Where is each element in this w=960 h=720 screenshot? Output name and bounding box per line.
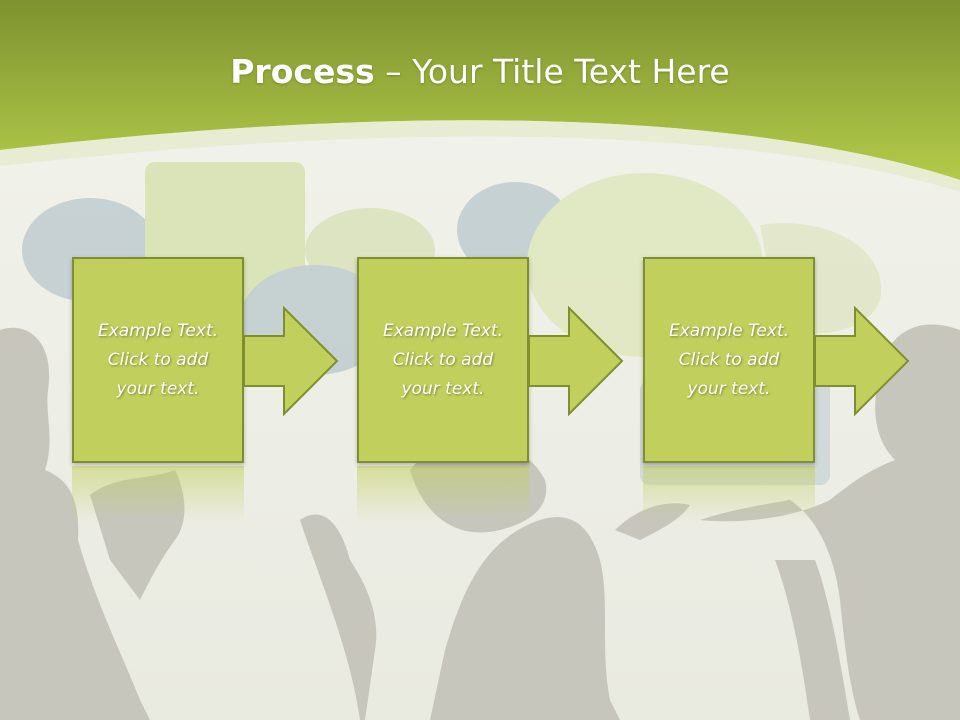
step-2-text: Example Text. Click to add your text. <box>382 320 504 399</box>
step-reflection <box>72 466 244 522</box>
arrow-right-icon <box>815 306 910 416</box>
process-step-2[interactable]: Example Text. Click to add your text. <box>357 257 529 463</box>
title-rest: – Your Title Text Here <box>374 52 730 91</box>
step-3-text: Example Text. Click to add your text. <box>668 320 790 399</box>
step-reflection <box>357 466 529 522</box>
step-1-text: Example Text. Click to add your text. <box>97 320 219 399</box>
arrow-right-icon <box>529 306 624 416</box>
arrow-right-icon <box>244 306 339 416</box>
slide-title: Process – Your Title Text Here <box>0 52 960 91</box>
process-step-1[interactable]: Example Text. Click to add your text. <box>72 257 244 463</box>
title-bold: Process <box>230 52 375 91</box>
step-reflection <box>643 466 815 522</box>
process-step-3[interactable]: Example Text. Click to add your text. <box>643 257 815 463</box>
